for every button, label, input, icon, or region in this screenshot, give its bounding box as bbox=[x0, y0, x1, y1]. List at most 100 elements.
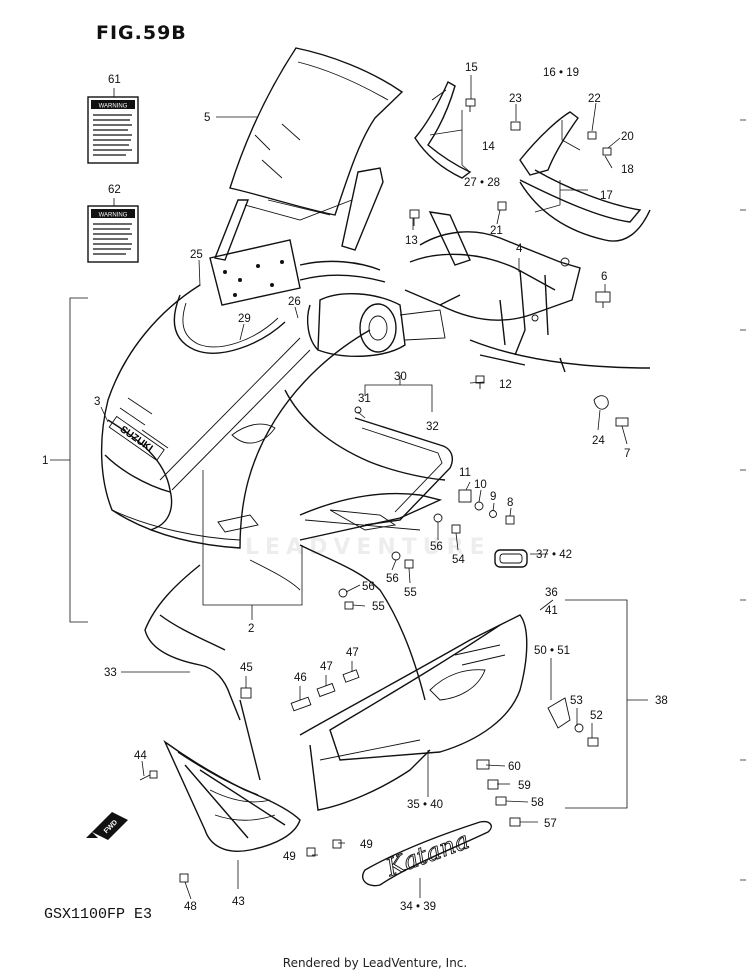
callout-11: 11 bbox=[459, 467, 471, 479]
screw-icon[interactable] bbox=[332, 839, 342, 849]
callout-44: 44 bbox=[134, 750, 147, 762]
bolt-icon[interactable] bbox=[475, 375, 485, 389]
screw-icon[interactable] bbox=[465, 98, 476, 112]
callout-13: 13 bbox=[405, 235, 418, 247]
model-code: GSX1100FP E3 bbox=[44, 906, 153, 923]
callout-37-42: 37 • 42 bbox=[536, 549, 572, 561]
washer-icon[interactable] bbox=[489, 510, 497, 518]
grommet-rubber-icon[interactable] bbox=[494, 549, 528, 568]
screw-icon[interactable] bbox=[306, 847, 316, 857]
screw-icon[interactable] bbox=[451, 524, 461, 534]
callout-9: 9 bbox=[490, 491, 496, 503]
callout-25: 25 bbox=[190, 249, 203, 261]
watermark: LEADVENTURE bbox=[245, 535, 491, 560]
callout-47a: 47 bbox=[320, 661, 333, 673]
callout-38: 38 bbox=[655, 695, 668, 707]
callout-55a: 55 bbox=[404, 587, 417, 599]
callout-59: 59 bbox=[518, 780, 531, 792]
screw-icon[interactable] bbox=[587, 737, 599, 747]
screw-icon[interactable] bbox=[404, 559, 414, 569]
bolt-icon[interactable] bbox=[595, 291, 611, 308]
screw-icon[interactable] bbox=[497, 201, 507, 211]
fastener-group bbox=[139, 98, 629, 883]
cowling-brace[interactable] bbox=[404, 211, 651, 373]
callout-5: 5 bbox=[204, 112, 210, 124]
suzuki-emblem-plate bbox=[108, 415, 165, 461]
callout-31: 31 bbox=[358, 393, 371, 405]
warning-label-heading: WARNING bbox=[99, 104, 128, 110]
callout-27-28: 27 • 28 bbox=[464, 177, 500, 189]
callout-20: 20 bbox=[621, 131, 634, 143]
screw-icon[interactable] bbox=[139, 770, 158, 781]
nut-icon[interactable] bbox=[510, 121, 521, 131]
nut-icon[interactable] bbox=[240, 687, 252, 699]
callout-16-19: 16 • 19 bbox=[543, 67, 579, 79]
callout-46: 46 bbox=[294, 672, 307, 684]
windscreen[interactable] bbox=[229, 47, 404, 216]
page-title: FIG.59B bbox=[96, 22, 187, 44]
callout-17: 17 bbox=[600, 190, 613, 202]
callout-41: 41 bbox=[545, 605, 558, 617]
callout-54: 54 bbox=[452, 554, 465, 566]
screw-icon[interactable] bbox=[505, 515, 515, 525]
callout-49b: 49 bbox=[360, 839, 373, 851]
callout-24: 24 bbox=[592, 435, 605, 447]
warning-label-62[interactable]: WARNING bbox=[87, 205, 139, 263]
screw-icon[interactable] bbox=[587, 131, 597, 140]
callout-2: 2 bbox=[248, 623, 254, 635]
edge-marks bbox=[740, 119, 746, 881]
callout-36: 36 bbox=[545, 587, 558, 599]
callout-61: 61 bbox=[108, 74, 121, 86]
spacer-icon[interactable] bbox=[316, 682, 336, 698]
callout-50-51: 50 • 51 bbox=[534, 645, 570, 657]
fairing-rod[interactable] bbox=[354, 406, 453, 526]
clip-icon[interactable] bbox=[547, 697, 571, 729]
lower-fairing-right[interactable] bbox=[299, 614, 528, 811]
washer-icon[interactable] bbox=[433, 513, 443, 523]
callout-3: 3 bbox=[94, 396, 100, 408]
spacer-icon[interactable] bbox=[290, 696, 312, 712]
bolt-icon[interactable] bbox=[409, 209, 420, 226]
callout-53: 53 bbox=[570, 695, 583, 707]
callout-12: 12 bbox=[499, 379, 512, 391]
upper-cowling[interactable]: SUZUKI bbox=[100, 284, 371, 549]
spacer-icon[interactable] bbox=[342, 669, 360, 683]
screw-icon[interactable] bbox=[602, 147, 612, 156]
callout-labels: 1 2 3 4 5 6 7 8 9 10 11 12 13 14 15 16 •… bbox=[42, 62, 668, 913]
callout-1: 1 bbox=[42, 455, 48, 467]
callout-15: 15 bbox=[465, 62, 478, 74]
washer-icon[interactable] bbox=[474, 501, 484, 511]
callout-57: 57 bbox=[544, 818, 557, 830]
callout-58: 58 bbox=[531, 797, 544, 809]
screw-icon[interactable] bbox=[344, 601, 354, 610]
meter-bracket[interactable] bbox=[209, 167, 386, 306]
clip-icon[interactable] bbox=[487, 779, 499, 790]
washer-icon[interactable] bbox=[574, 723, 584, 733]
callout-30: 30 bbox=[394, 371, 407, 383]
clip-icon[interactable] bbox=[495, 796, 507, 806]
screw-icon[interactable] bbox=[615, 417, 629, 427]
callout-52: 52 bbox=[590, 710, 603, 722]
callout-55b: 55 bbox=[372, 601, 385, 613]
washer-icon[interactable] bbox=[391, 551, 401, 561]
screw-icon[interactable] bbox=[509, 817, 521, 827]
screw-icon[interactable] bbox=[179, 873, 189, 883]
warning-label-heading: WARNING bbox=[99, 213, 128, 219]
group-brackets bbox=[50, 110, 648, 809]
grommet-icon[interactable] bbox=[458, 489, 472, 503]
warning-label-61[interactable]: WARNING bbox=[87, 96, 139, 164]
washer-icon[interactable] bbox=[338, 588, 348, 598]
callout-48: 48 bbox=[184, 901, 197, 913]
mirror-bracket-right[interactable] bbox=[519, 111, 651, 242]
katana-decal[interactable]: Katana bbox=[362, 820, 492, 887]
lower-fairing-left[interactable] bbox=[144, 544, 426, 721]
fwd-arrow-icon: FWD bbox=[86, 812, 128, 840]
clip-icon[interactable] bbox=[593, 395, 609, 410]
headlight-assembly[interactable] bbox=[306, 292, 446, 358]
lower-fairing-frame[interactable] bbox=[163, 699, 301, 852]
inner-cowling[interactable] bbox=[284, 389, 446, 541]
callout-22: 22 bbox=[588, 93, 601, 105]
mirror-bracket-left[interactable] bbox=[414, 81, 472, 179]
grommet-icon[interactable] bbox=[476, 759, 490, 770]
